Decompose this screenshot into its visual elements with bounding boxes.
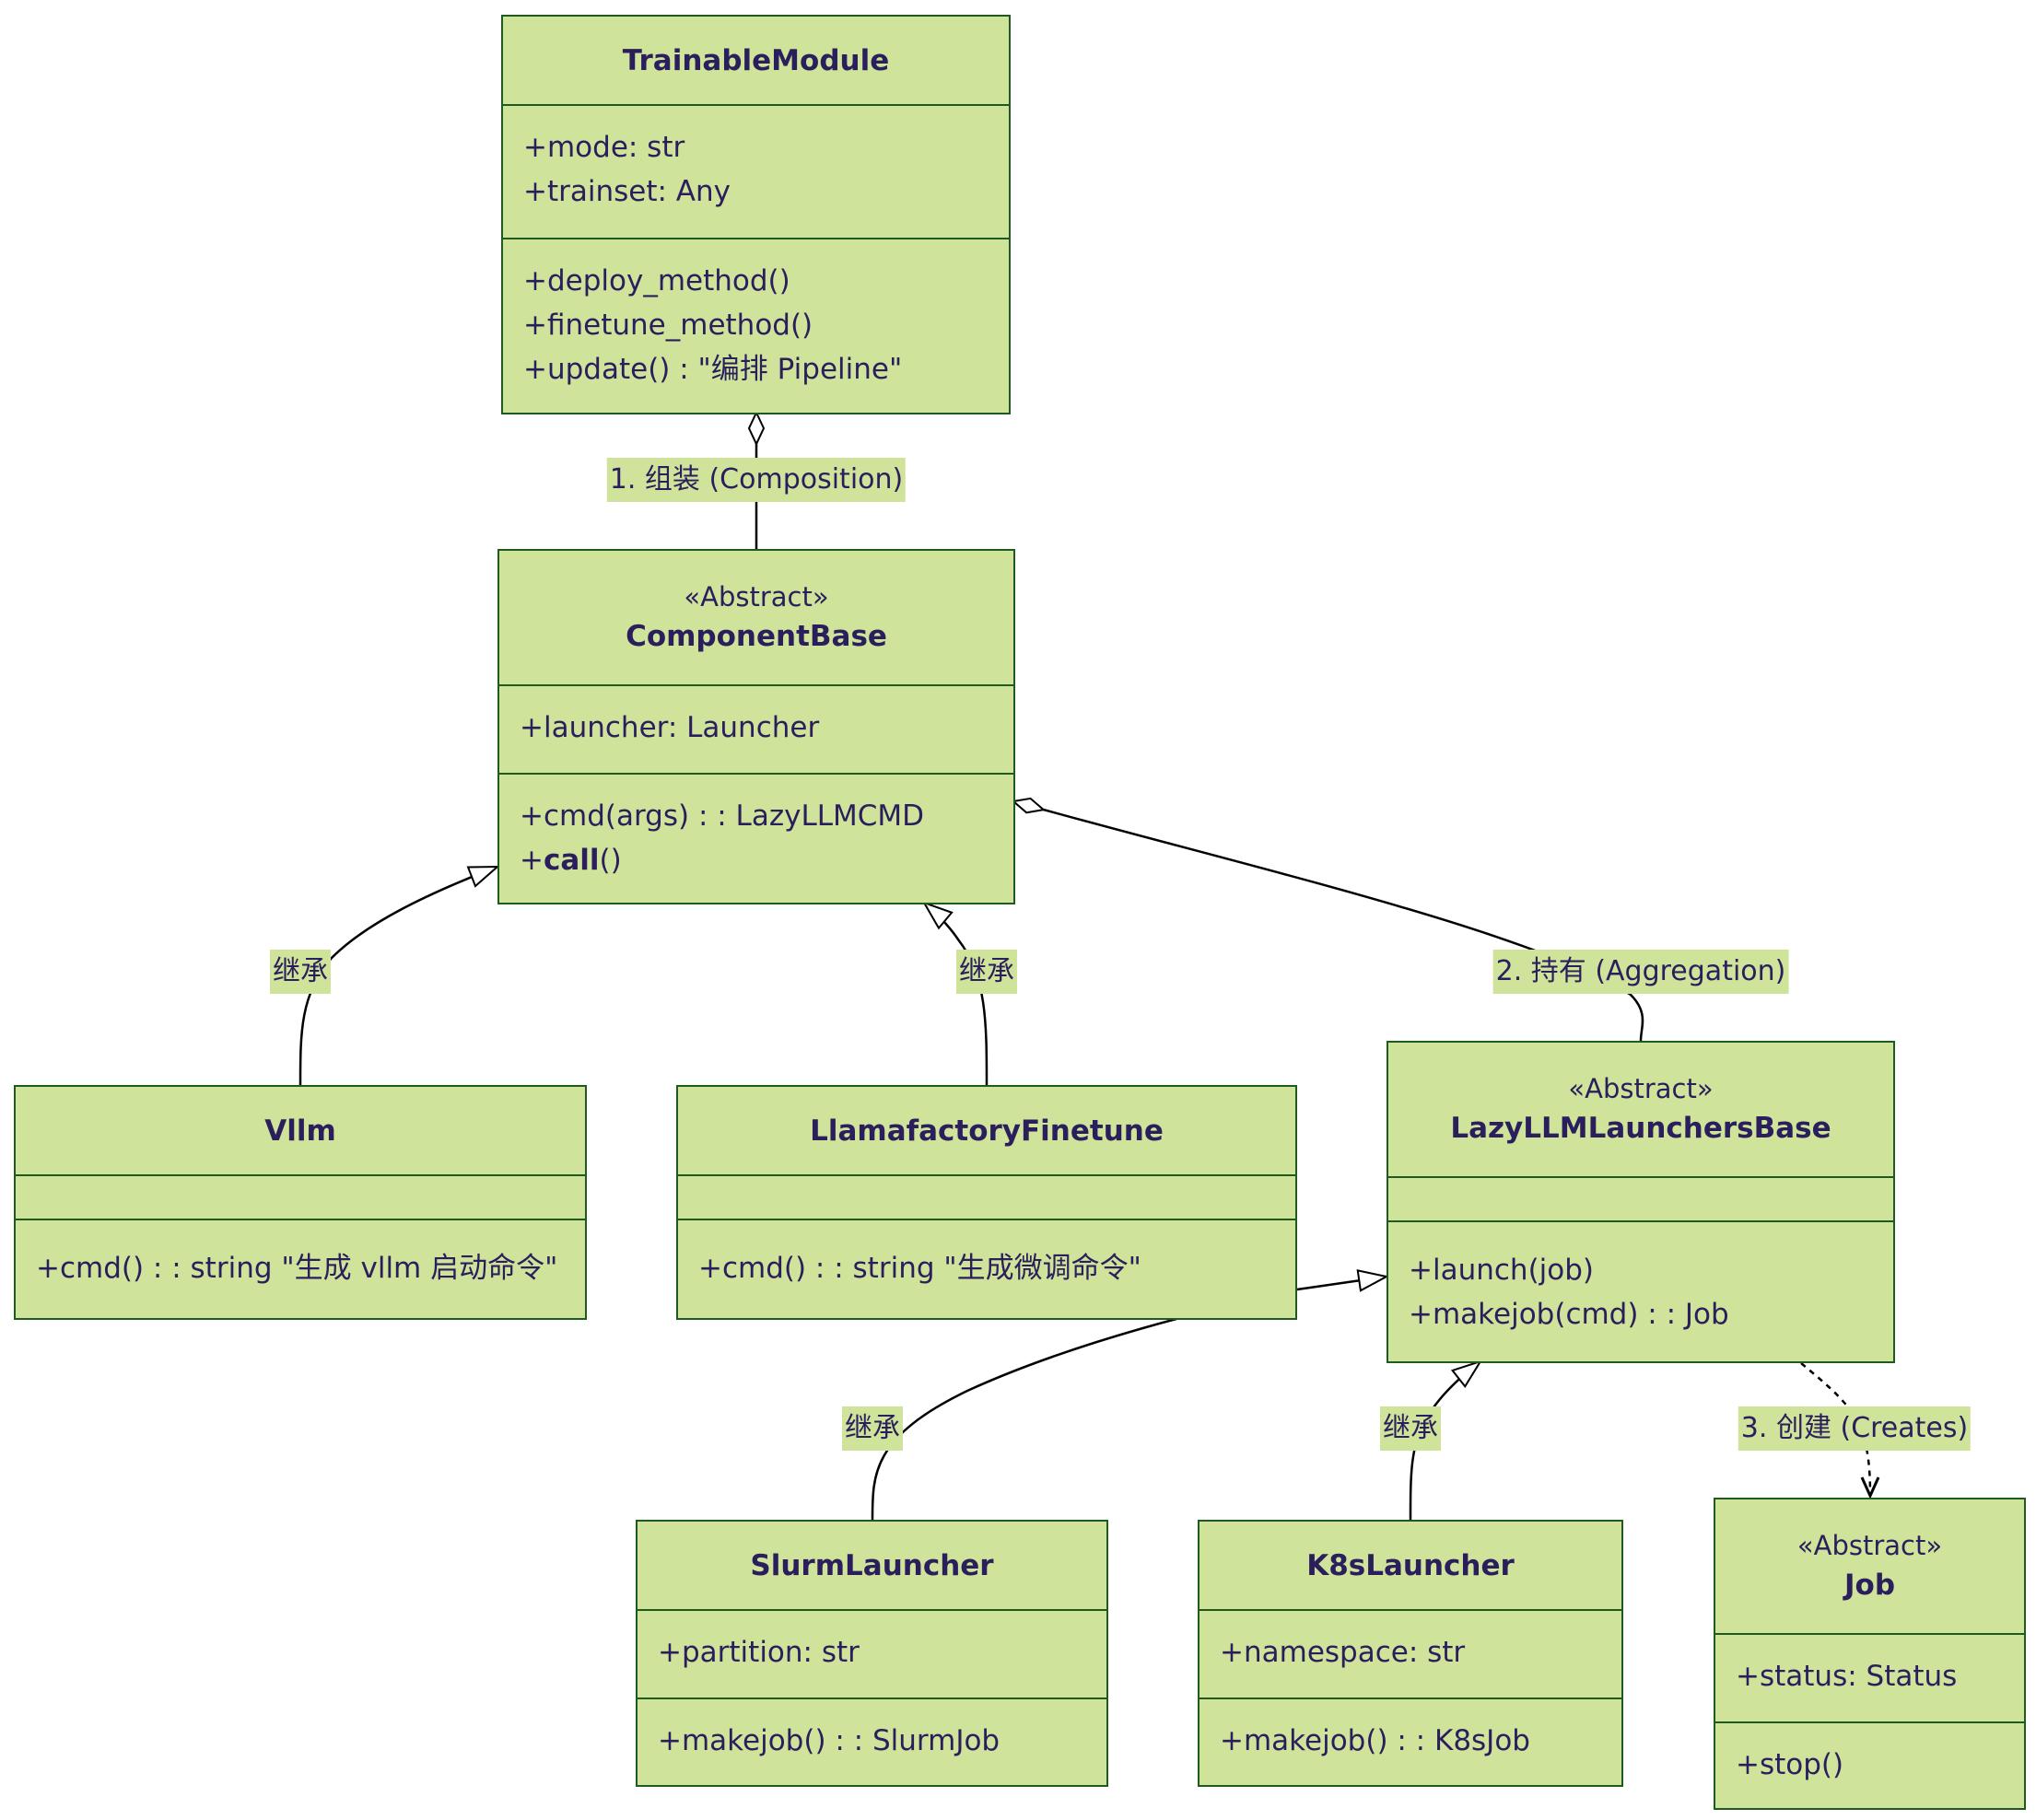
class-trainable-module[interactable]: TrainableModule +mode: str +trainset: An… — [501, 15, 1011, 414]
class-header: TrainableModule — [503, 17, 1009, 104]
class-name: LlamafactoryFinetune — [810, 1114, 1164, 1148]
inherit-k8s-label: 继承 — [1380, 1406, 1441, 1451]
method-row: +finetune_method() — [523, 309, 813, 342]
methods-section: +makejob() : : SlurmJob — [638, 1698, 1106, 1763]
class-slurm-launcher[interactable]: SlurmLauncher +partition: str +makejob()… — [636, 1520, 1108, 1787]
class-name: TrainableModule — [622, 43, 890, 77]
method-row: +makejob() : : K8sJob — [1220, 1724, 1530, 1757]
class-lazyllm-launchers-base[interactable]: «Abstract» LazyLLMLaunchersBase +launch(… — [1387, 1041, 1895, 1363]
method-row: +stop() — [1736, 1748, 1844, 1781]
method-row: +makejob(cmd) : : Job — [1409, 1298, 1729, 1331]
method-row: +makejob() : : SlurmJob — [658, 1724, 1000, 1757]
class-header: LlamafactoryFinetune — [678, 1087, 1295, 1174]
composition-label: 1. 组装 (Composition) — [606, 458, 907, 502]
method-row: +update() : "编排 Pipeline" — [523, 353, 903, 386]
inherit-vllm-edge — [298, 865, 497, 1086]
class-header: «Abstract» LazyLLMLaunchersBase — [1388, 1043, 1893, 1176]
stereotype-label: «Abstract» — [684, 580, 829, 612]
class-component-base[interactable]: «Abstract» ComponentBase +launcher: Laun… — [497, 549, 1015, 904]
methods-section: +cmd(args) : : LazyLLMCMD +call() — [499, 773, 1013, 882]
method-row: +call() — [499, 838, 1013, 882]
attributes-section — [16, 1174, 585, 1219]
call-suffix: () — [599, 844, 622, 877]
class-header: SlurmLauncher — [638, 1522, 1106, 1609]
methods-section: +deploy_method() +finetune_method() +upd… — [503, 238, 1009, 391]
attributes-section: +launcher: Launcher — [499, 684, 1013, 773]
class-name: Vllm — [264, 1114, 336, 1148]
class-header: «Abstract» Job — [1715, 1499, 2024, 1633]
attribute-row: +status: Status — [1736, 1660, 1958, 1693]
class-header: «Abstract» ComponentBase — [499, 551, 1013, 684]
class-name: LazyLLMLaunchersBase — [1450, 1111, 1831, 1145]
method-row: +cmd() : : string "生成 vllm 启动命令" — [36, 1252, 558, 1285]
attribute-row: +launcher: Launcher — [520, 711, 820, 744]
methods-section: +cmd() : : string "生成微调命令" — [678, 1219, 1295, 1290]
stereotype-label: «Abstract» — [1796, 1529, 1943, 1561]
attribute-row: +namespace: str — [1220, 1636, 1466, 1669]
method-row: +cmd(args) : : LazyLLMCMD — [520, 799, 924, 833]
class-job[interactable]: «Abstract» Job +status: Status +stop() — [1714, 1498, 2026, 1810]
call-method-name: call — [543, 844, 600, 877]
methods-section: +cmd() : : string "生成 vllm 启动命令" — [16, 1219, 585, 1290]
attributes-section: +status: Status — [1715, 1633, 2024, 1721]
attribute-row: +trainset: Any — [523, 175, 731, 208]
class-name: ComponentBase — [626, 619, 887, 653]
class-header: Vllm — [16, 1087, 585, 1174]
inherit-llama-label: 继承 — [956, 950, 1017, 994]
attribute-row: +mode: str — [523, 131, 685, 164]
class-name: SlurmLauncher — [750, 1548, 994, 1582]
stereotype-label: «Abstract» — [1568, 1072, 1714, 1104]
inherit-vllm-label: 继承 — [270, 950, 331, 994]
methods-section: +makejob() : : K8sJob — [1199, 1698, 1621, 1763]
methods-section: +launch(job) +makejob(cmd) : : Job — [1388, 1220, 1893, 1336]
aggregation-label: 2. 持有 (Aggregation) — [1492, 950, 1789, 994]
inherit-llama-edge — [924, 903, 989, 1086]
method-row: +cmd() : : string "生成微调命令" — [698, 1252, 1141, 1285]
inherit-slurm-label: 继承 — [842, 1406, 903, 1451]
attributes-section — [678, 1174, 1295, 1219]
class-name: Job — [1843, 1568, 1896, 1602]
attributes-section: +mode: str +trainset: Any — [503, 104, 1009, 238]
call-prefix: + — [520, 844, 544, 877]
class-vllm[interactable]: Vllm +cmd() : : string "生成 vllm 启动命令" — [14, 1085, 587, 1320]
attributes-section: +partition: str — [638, 1609, 1106, 1698]
creates-label: 3. 创建 (Creates) — [1738, 1406, 1972, 1451]
method-row: +deploy_method() — [523, 264, 790, 298]
class-header: K8sLauncher — [1199, 1522, 1621, 1609]
creates-edge — [1800, 1362, 1880, 1499]
attributes-section: +namespace: str — [1199, 1609, 1621, 1698]
class-k8s-launcher[interactable]: K8sLauncher +namespace: str +makejob() :… — [1198, 1520, 1623, 1787]
methods-section: +stop() — [1715, 1721, 2024, 1787]
class-name: K8sLauncher — [1306, 1548, 1515, 1582]
class-llamafactory-finetune[interactable]: LlamafactoryFinetune +cmd() : : string "… — [676, 1085, 1297, 1320]
attribute-row: +partition: str — [658, 1636, 860, 1669]
attributes-section — [1388, 1176, 1893, 1220]
aggregation-edge — [1013, 801, 1644, 1042]
method-row: +launch(job) — [1409, 1254, 1595, 1287]
